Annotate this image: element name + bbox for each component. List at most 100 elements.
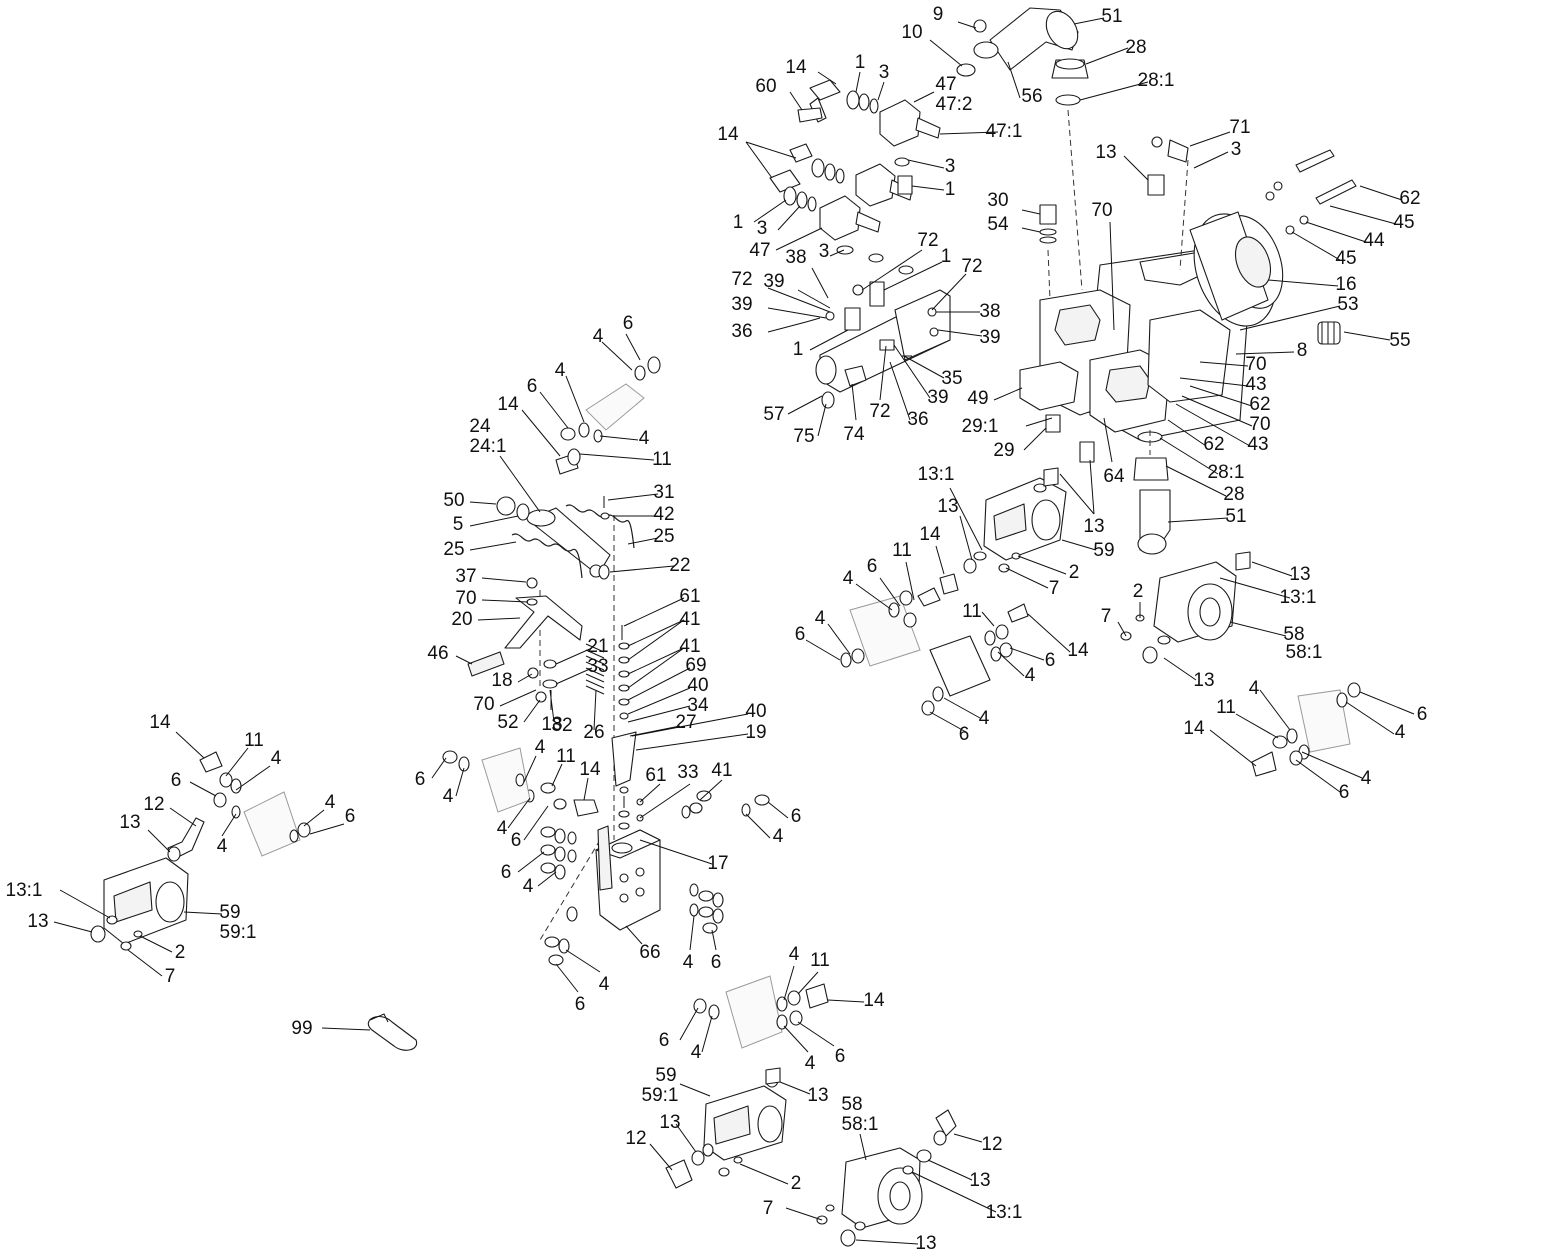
callout-label: 58:1 bbox=[1286, 642, 1323, 663]
callout-label: 44 bbox=[1363, 230, 1385, 251]
callout-label: 33 bbox=[587, 656, 608, 677]
callout-label: 6 bbox=[795, 624, 806, 645]
callout-label: 59:1 bbox=[642, 1085, 679, 1106]
callout-label: 18 bbox=[541, 714, 562, 735]
manifold-fitting-clusters bbox=[525, 782, 770, 966]
callout-label: 9 bbox=[933, 4, 944, 25]
callout-label: 61 bbox=[679, 586, 700, 607]
callout-label: 4 bbox=[683, 952, 694, 973]
callout-label: 6 bbox=[415, 769, 426, 790]
callout-label: 29 bbox=[993, 440, 1014, 461]
callout-label: 13 bbox=[915, 1233, 936, 1254]
callout-label: 13 bbox=[1193, 670, 1214, 691]
callout-label: 36 bbox=[731, 321, 752, 342]
callout-label: 4 bbox=[805, 1053, 816, 1074]
callout-label: 72 bbox=[869, 401, 890, 422]
callout-label: 4 bbox=[815, 608, 826, 629]
callout-label: 47 bbox=[935, 74, 956, 95]
callout-label: 99 bbox=[291, 1018, 312, 1039]
callout-label: 25 bbox=[443, 539, 464, 560]
callout-label: 70 bbox=[1091, 200, 1112, 221]
callout-label: 59:1 bbox=[220, 922, 257, 943]
callout-label: 13:1 bbox=[1280, 587, 1317, 608]
callout-label: 17 bbox=[707, 853, 728, 874]
callout-label: 58 bbox=[841, 1094, 862, 1115]
callout-label: 6 bbox=[659, 1030, 670, 1051]
callout-label: 4 bbox=[639, 428, 650, 449]
callout-label: 62 bbox=[1249, 394, 1270, 415]
callout-label: 50 bbox=[443, 490, 464, 511]
callout-label: 70 bbox=[455, 588, 476, 609]
callout-label: 22 bbox=[669, 555, 690, 576]
elbow-fitting-51-top bbox=[956, 7, 1089, 106]
callout-label: 13 bbox=[119, 812, 140, 833]
gear-pump-58-bottom bbox=[816, 1109, 957, 1247]
callout-label: 45 bbox=[1335, 248, 1356, 269]
callout-label: 14 bbox=[1067, 640, 1089, 661]
callout-label: 62 bbox=[1399, 188, 1420, 209]
callout-label: 13 bbox=[807, 1085, 828, 1106]
callout-label: 40 bbox=[745, 701, 766, 722]
callout-label: 4 bbox=[535, 737, 546, 758]
callout-label: 18 bbox=[491, 670, 512, 691]
callout-label: 75 bbox=[793, 426, 814, 447]
callout-label: 47 bbox=[749, 240, 770, 261]
callout-label: 58:1 bbox=[842, 1114, 879, 1135]
callout-label: 58 bbox=[1283, 624, 1304, 645]
callout-label: 38 bbox=[979, 301, 1000, 322]
callout-label: 6 bbox=[867, 556, 878, 577]
callout-label: 62 bbox=[1203, 434, 1224, 455]
hairpin-clip-99 bbox=[367, 1013, 418, 1051]
callout-label: 14 bbox=[717, 124, 739, 145]
callout-label: 4 bbox=[979, 708, 990, 729]
callout-label: 14 bbox=[579, 759, 601, 780]
callout-label: 4 bbox=[1395, 722, 1406, 743]
callout-label: 6 bbox=[171, 770, 182, 791]
callout-label: 69 bbox=[685, 655, 706, 676]
control-valve-left bbox=[442, 747, 531, 813]
callout-label: 70 bbox=[1249, 414, 1270, 435]
elbow-fitting-51-bottom bbox=[1133, 431, 1171, 555]
callout-label: 11 bbox=[556, 746, 576, 767]
control-valve-far-right bbox=[1251, 682, 1361, 777]
callout-label: 28 bbox=[1223, 484, 1244, 505]
callout-label: 30 bbox=[987, 190, 1008, 211]
callout-label: 4 bbox=[271, 748, 282, 769]
callout-label: 14 bbox=[149, 712, 171, 733]
callout-label: 3 bbox=[945, 156, 956, 177]
callout-label: 21 bbox=[587, 636, 608, 657]
callout-label: 13:1 bbox=[986, 1202, 1023, 1223]
callout-label: 14 bbox=[863, 990, 885, 1011]
callout-label: 6 bbox=[1045, 650, 1056, 671]
callout-label: 41 bbox=[679, 609, 700, 630]
gear-pump-59-left bbox=[90, 817, 205, 951]
callout-label: 6 bbox=[511, 830, 522, 851]
callout-label: 71 bbox=[1229, 117, 1250, 138]
callout-label: 1 bbox=[855, 52, 866, 73]
callout-label: 3 bbox=[879, 62, 890, 83]
callout-label: 45 bbox=[1393, 212, 1414, 233]
callout-label: 43 bbox=[1245, 374, 1266, 395]
callout-label: 4 bbox=[1025, 665, 1036, 686]
callout-label: 7 bbox=[1101, 606, 1112, 627]
callout-label: 6 bbox=[1339, 782, 1350, 803]
callout-label: 6 bbox=[575, 994, 586, 1015]
callout-label: 74 bbox=[843, 424, 865, 445]
callout-label: 19 bbox=[745, 722, 766, 743]
control-valve-left-far bbox=[199, 751, 311, 857]
control-valve-top bbox=[555, 356, 661, 475]
callout-label: 72 bbox=[917, 230, 938, 251]
callout-label: 13:1 bbox=[918, 464, 955, 485]
callout-label: 6 bbox=[501, 862, 512, 883]
callout-label: 3 bbox=[819, 241, 830, 262]
callout-label: 6 bbox=[345, 806, 356, 827]
callout-label: 6 bbox=[711, 952, 722, 973]
callout-label: 24 bbox=[469, 416, 491, 437]
callout-label: 1 bbox=[733, 212, 744, 233]
callout-label: 13 bbox=[1095, 142, 1116, 163]
callout-label: 6 bbox=[527, 376, 538, 397]
callout-label: 4 bbox=[773, 826, 784, 847]
callout-label: 28:1 bbox=[1138, 70, 1175, 91]
callout-label: 13 bbox=[27, 911, 48, 932]
